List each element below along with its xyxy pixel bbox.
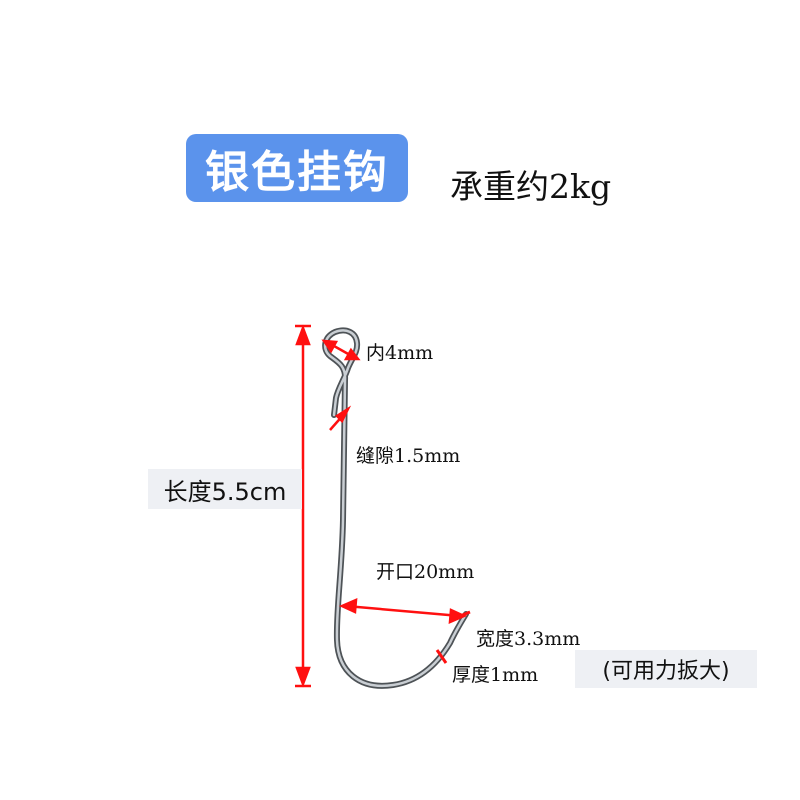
opening-dimension-line: [338, 598, 468, 624]
gap-marker: [329, 405, 352, 431]
length-label: 长度5.5cm: [148, 469, 302, 509]
width-label: 宽度3.3mm: [476, 628, 581, 650]
length-dimension-line: [295, 324, 311, 688]
inner-diameter-marker: [321, 339, 361, 361]
product-title: 银色挂钩: [205, 147, 389, 198]
inner-size-label: 内4mm: [366, 342, 434, 364]
gap-size-label: 缝隙1.5mm: [356, 445, 461, 467]
s-hook-wire: [322, 327, 469, 689]
tip-width-marker: [435, 610, 471, 664]
bendable-note: (可用力扳大): [575, 650, 757, 688]
title-badge: 银色挂钩: [186, 134, 408, 202]
opening-size-label: 开口20mm: [376, 561, 475, 583]
thickness-label: 厚度1mm: [452, 664, 539, 686]
load-capacity: 承重约2kg: [450, 167, 612, 206]
